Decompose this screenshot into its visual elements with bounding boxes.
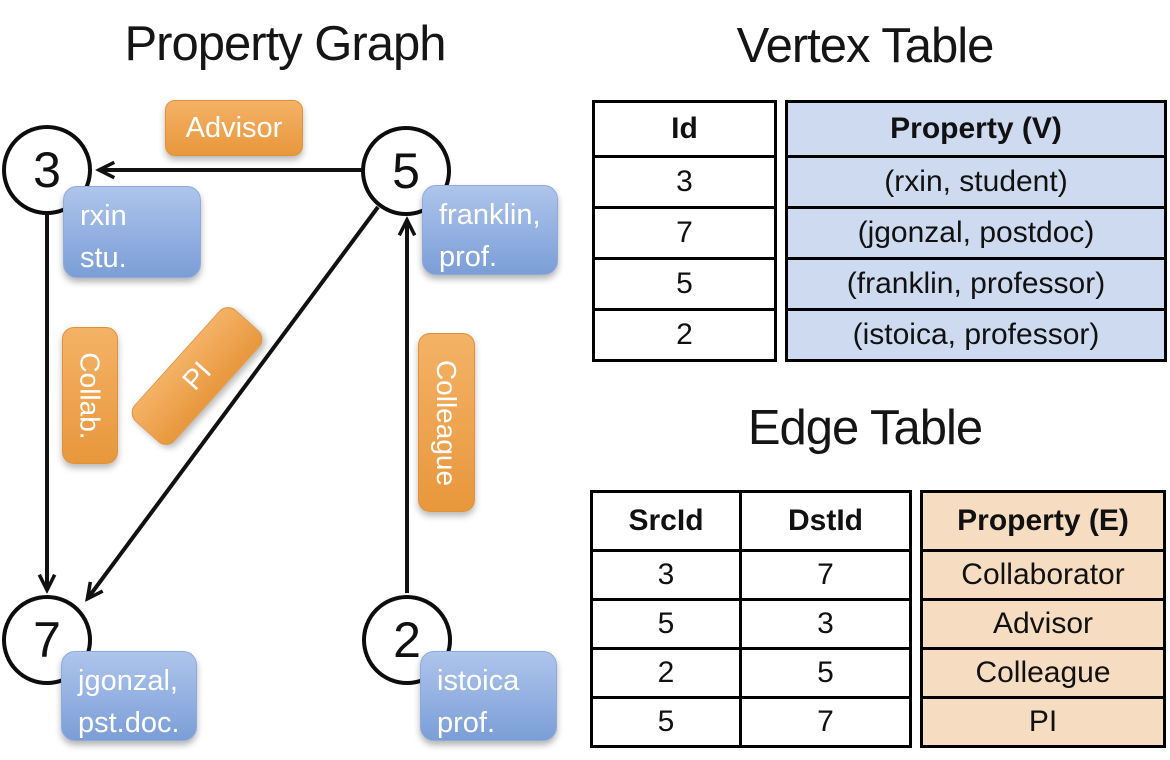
vertex-table-cell: (istoica, professor): [785, 308, 1167, 362]
edge-table-ids-columns: SrcId DstId 3 7 5 3 2 5 5 7: [590, 490, 912, 748]
vertex-table-cell: (rxin, student): [785, 155, 1167, 209]
edge-table-property-column: Property (E) Collaborator Advisor Collea…: [920, 490, 1166, 748]
edge-label-advisor: Advisor: [165, 100, 303, 156]
edge-table-cell: 5: [739, 647, 912, 699]
vertex-table-cell: 3: [592, 155, 777, 209]
vertex-table-id-column: Id 3 7 5 2: [592, 100, 777, 362]
vertex-table-cell: (jgonzal, postdoc): [785, 206, 1167, 260]
edge-table-cell: 7: [739, 549, 912, 601]
node-3-id: 3: [33, 142, 61, 198]
edge-label-text: PI: [176, 355, 218, 396]
edge-table-header-property: Property (E): [920, 490, 1166, 552]
edge-table-cell: PI: [920, 696, 1166, 748]
vertex-label-jgonzal: jgonzal, pst.doc.: [61, 651, 197, 741]
node-7-id: 7: [33, 612, 61, 668]
edge-table-cell: 3: [739, 598, 912, 650]
edge-table-header-dstid: DstId: [739, 490, 912, 552]
edge-table-cell: Advisor: [920, 598, 1166, 650]
vertex-label-line: pst.doc.: [78, 707, 180, 739]
vertex-table-header-property: Property (V): [785, 100, 1167, 158]
edge-table-header-srcid: SrcId: [590, 490, 742, 552]
edge-table-title: Edge Table: [747, 401, 983, 455]
edge-label-collab: Collab.: [62, 327, 118, 464]
edge-label-text: Advisor: [185, 111, 283, 144]
edge-label-text: Colleague: [431, 359, 463, 486]
edge-table-cell: Collaborator: [920, 549, 1166, 601]
vertex-label-line: stu.: [80, 242, 127, 274]
vertex-label-franklin: franklin, prof.: [422, 185, 558, 275]
vertex-table-property-column: Property (V) (rxin, student) (jgonzal, p…: [785, 100, 1167, 362]
vertex-label-line: rxin: [80, 200, 127, 232]
graph-node-3: 3: [2, 125, 92, 215]
edge-table: SrcId DstId 3 7 5 3 2 5 5 7 Property (E): [590, 490, 1166, 748]
vertex-label-line: jgonzal,: [78, 665, 178, 697]
node-5-id: 5: [392, 143, 420, 199]
edge-label-text: Collab.: [75, 351, 107, 440]
vertex-table-cell: 2: [592, 308, 777, 362]
vertex-table-cell: 5: [592, 257, 777, 311]
vertex-table-title: Vertex Table: [736, 19, 995, 73]
vertex-table-cell: (franklin, professor): [785, 257, 1167, 311]
edge-table-cell: 3: [590, 549, 742, 601]
edge-table-cell: 5: [590, 598, 742, 650]
vertex-label-rxin: rxin stu.: [63, 186, 201, 278]
vertex-label-line: franklin,: [439, 199, 541, 231]
property-graph-title: Property Graph: [124, 17, 447, 71]
vertex-table-header-id: Id: [592, 100, 777, 158]
vertex-table-cell: 7: [592, 206, 777, 260]
vertex-label-line: prof.: [439, 241, 498, 273]
node-2-id: 2: [393, 612, 421, 668]
vertex-table: Id 3 7 5 2 Property (V) (rxin, student) …: [592, 100, 1167, 362]
edge-label-colleague: Colleague: [418, 333, 475, 512]
edge-table-cell: 5: [590, 696, 742, 748]
vertex-label-line: prof.: [437, 707, 496, 739]
edge-table-cell: 2: [590, 647, 742, 699]
edge-table-cell: Colleague: [920, 647, 1166, 699]
vertex-label-istoica: istoica prof.: [420, 651, 557, 741]
edge-table-cell: 7: [739, 696, 912, 748]
edge-5-to-7-arrow: [88, 205, 380, 598]
vertex-label-line: istoica: [437, 665, 520, 697]
